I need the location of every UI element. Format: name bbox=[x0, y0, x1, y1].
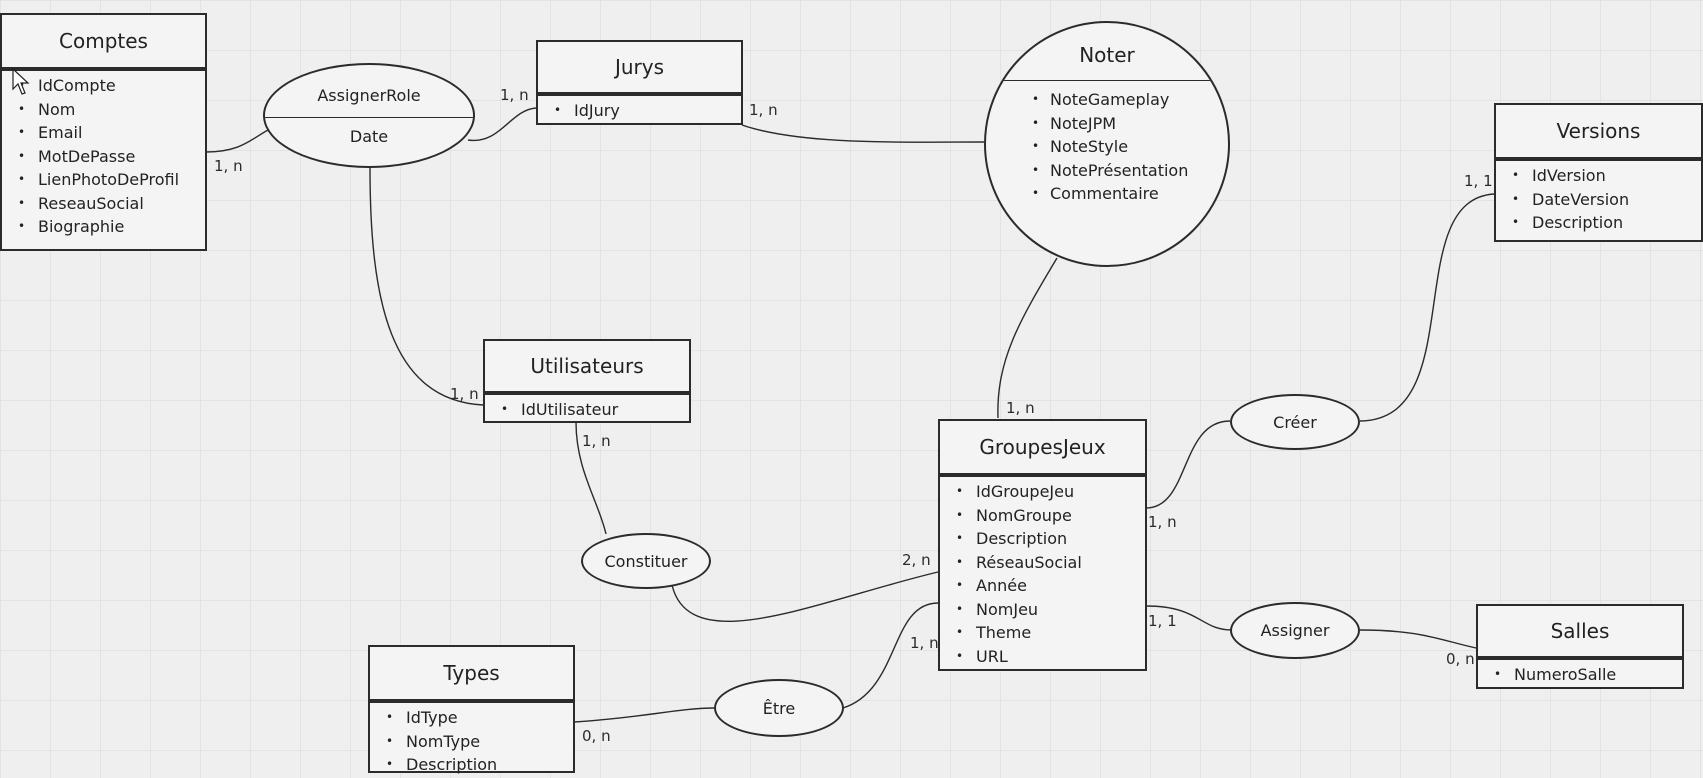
attribute: NomType bbox=[370, 730, 573, 754]
line-assigner-salles bbox=[1359, 629, 1477, 649]
relation-assigner[interactable]: Assigner bbox=[1230, 602, 1360, 659]
entity-title: Versions bbox=[1496, 105, 1701, 161]
attribute-list: NoteGameplay NoteJPM NoteStyle NotePrése… bbox=[986, 81, 1228, 206]
line-versions-creer bbox=[1359, 193, 1495, 422]
entity-title: Jurys bbox=[538, 42, 741, 96]
entity-types[interactable]: Types IdType NomType Description bbox=[368, 645, 575, 776]
attribute: NotePrésentation bbox=[1024, 159, 1228, 183]
entity-versions[interactable]: Versions IdVersion DateVersion Descripti… bbox=[1494, 103, 1703, 242]
attribute: IdJury bbox=[538, 99, 741, 123]
attribute: NomJeu bbox=[940, 598, 1145, 622]
attribute: NoteJPM bbox=[1024, 112, 1228, 136]
cardinality-label: 1, n bbox=[1148, 513, 1177, 531]
line-etre-groupesjeux bbox=[842, 602, 939, 709]
attribute: RéseauSocial bbox=[940, 551, 1145, 575]
entity-jurys[interactable]: Jurys IdJury bbox=[536, 40, 743, 125]
cardinality-label: 0, n bbox=[582, 727, 611, 745]
entity-title: GroupesJeux bbox=[940, 421, 1145, 477]
entity-title: Utilisateurs bbox=[485, 341, 689, 395]
entity-salles[interactable]: Salles NumeroSalle bbox=[1476, 604, 1684, 689]
attribute: Description bbox=[940, 527, 1145, 551]
line-noter-groupesjeux bbox=[997, 257, 1058, 419]
relation-name: AssignerRole bbox=[265, 65, 473, 118]
attribute: ReseauSocial bbox=[2, 192, 205, 216]
attribute: NoteStyle bbox=[1024, 135, 1228, 159]
attribute-list: IdUtilisateur bbox=[485, 395, 689, 422]
entity-groupesjeux[interactable]: GroupesJeux IdGroupeJeu NomGroupe Descri… bbox=[938, 419, 1147, 671]
cardinality-label: 2, n bbox=[902, 551, 931, 569]
attribute: DateVersion bbox=[1496, 188, 1701, 212]
attribute: IdGroupeJeu bbox=[940, 480, 1145, 504]
cardinality-label: 1, n bbox=[910, 634, 939, 652]
line-assignerrole-utilisateurs bbox=[369, 167, 484, 406]
attribute: Biographie bbox=[2, 215, 205, 239]
line-jurys-noter bbox=[741, 124, 985, 143]
entity-utilisateurs[interactable]: Utilisateurs IdUtilisateur bbox=[483, 339, 691, 423]
mouse-cursor-icon bbox=[12, 68, 30, 95]
relation-creer[interactable]: Créer bbox=[1230, 394, 1360, 450]
relation-assignerrole[interactable]: AssignerRole Date bbox=[263, 63, 475, 168]
entity-comptes[interactable]: Comptes IdCompte Nom Email MotDePasse Li… bbox=[0, 13, 207, 251]
attribute: Commentaire bbox=[1024, 182, 1228, 206]
relation-constituer[interactable]: Constituer bbox=[581, 533, 711, 589]
attribute-list: IdType NomType Description bbox=[370, 703, 573, 777]
relation-attribute: Date bbox=[349, 127, 389, 146]
relation-etre[interactable]: Être bbox=[714, 679, 844, 737]
line-creer-groupesjeux bbox=[1145, 420, 1231, 509]
attribute: Année bbox=[940, 574, 1145, 598]
attribute: Description bbox=[370, 753, 573, 777]
entity-title: Comptes bbox=[2, 15, 205, 71]
attribute: MotDePasse bbox=[2, 145, 205, 169]
line-groupesjeux-assigner bbox=[1145, 605, 1233, 631]
attribute-list: NumeroSalle bbox=[1478, 660, 1682, 687]
attribute: NomGroupe bbox=[940, 504, 1145, 528]
attribute: IdCompte bbox=[2, 74, 205, 98]
line-assignerrole-jurys bbox=[467, 107, 537, 142]
relation-noter[interactable]: Noter NoteGameplay NoteJPM NoteStyle Not… bbox=[984, 21, 1230, 267]
cardinality-label: 1, 1 bbox=[1148, 612, 1177, 630]
attribute: Nom bbox=[2, 98, 205, 122]
attribute-list: IdVersion DateVersion Description bbox=[1496, 161, 1701, 235]
attribute: LienPhotoDeProfil bbox=[2, 168, 205, 192]
relation-name: Créer bbox=[1273, 412, 1317, 432]
attribute-list: IdGroupeJeu NomGroupe Description Réseau… bbox=[940, 477, 1145, 668]
attribute: IdUtilisateur bbox=[485, 398, 689, 422]
attribute-list: IdCompte Nom Email MotDePasse LienPhotoD… bbox=[2, 71, 205, 239]
entity-title: Salles bbox=[1478, 606, 1682, 660]
line-constituer-groupesjeux bbox=[671, 571, 939, 622]
cardinality-label: 1, n bbox=[749, 101, 778, 119]
attribute: Description bbox=[1496, 211, 1701, 235]
relation-name: Noter bbox=[988, 23, 1226, 81]
cardinality-label: 1, n bbox=[214, 157, 243, 175]
attribute-list: IdJury bbox=[538, 96, 741, 123]
cardinality-label: 1, n bbox=[1006, 399, 1035, 417]
cardinality-label: 1, n bbox=[582, 432, 611, 450]
attribute: NumeroSalle bbox=[1478, 663, 1682, 687]
relation-name: Assigner bbox=[1260, 621, 1330, 640]
relation-name: Être bbox=[762, 698, 796, 718]
line-comptes-assignerrole bbox=[205, 129, 269, 153]
attribute: Email bbox=[2, 121, 205, 145]
entity-title: Types bbox=[370, 647, 573, 703]
cardinality-label: 1, n bbox=[500, 86, 529, 104]
attribute: IdVersion bbox=[1496, 164, 1701, 188]
cardinality-label: 0, n bbox=[1446, 650, 1475, 668]
attribute: IdType bbox=[370, 706, 573, 730]
line-utilisateurs-constituer bbox=[575, 421, 607, 535]
attribute: Theme bbox=[940, 621, 1145, 645]
line-types-etre bbox=[573, 707, 715, 723]
relation-name: Constituer bbox=[604, 551, 688, 571]
attribute: URL bbox=[940, 645, 1145, 669]
cardinality-label: 1, n bbox=[450, 385, 479, 403]
cardinality-label: 1, 1 bbox=[1464, 172, 1493, 190]
attribute: NoteGameplay bbox=[1024, 88, 1228, 112]
